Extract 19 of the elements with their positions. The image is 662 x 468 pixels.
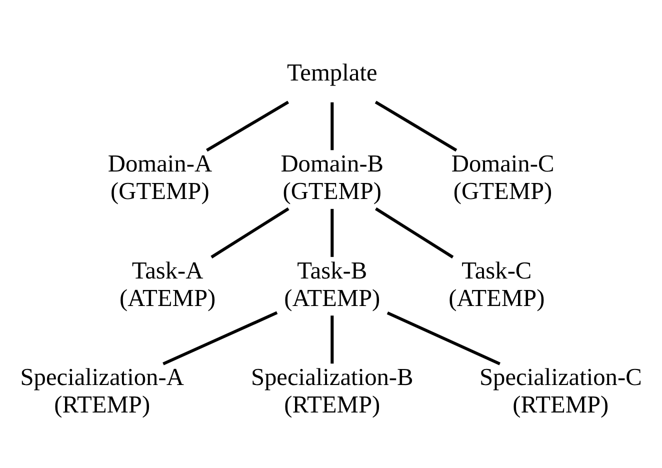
connector bbox=[330, 208, 334, 256]
node-text: Task-A (ATEMP) bbox=[120, 256, 216, 312]
connector bbox=[386, 311, 500, 365]
connector bbox=[374, 100, 458, 152]
connector bbox=[330, 315, 334, 364]
node-text: Specialization-A (RTEMP) bbox=[20, 364, 184, 418]
node-text: Task-C (ATEMP) bbox=[448, 256, 545, 312]
connector bbox=[206, 100, 290, 152]
node-text: Domain-B (GTEMP) bbox=[280, 150, 384, 205]
node-text: Specialization-B (RTEMP) bbox=[250, 364, 414, 418]
node-text: Task-B (ATEMP) bbox=[284, 256, 380, 312]
node-text: Specialization-C (RTEMP) bbox=[480, 364, 642, 418]
connector bbox=[162, 310, 278, 365]
connector bbox=[330, 102, 334, 150]
node-text: Template bbox=[287, 58, 378, 86]
node-text: Domain-C (GTEMP) bbox=[451, 150, 554, 205]
connector bbox=[210, 206, 290, 258]
node-text: Domain-A (GTEMP) bbox=[108, 150, 212, 205]
connector bbox=[375, 206, 454, 258]
